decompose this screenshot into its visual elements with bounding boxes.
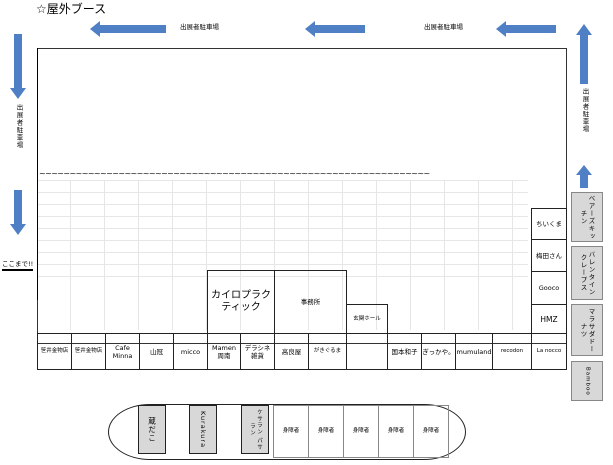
booth-right-side-label: Bamboo xyxy=(584,366,591,396)
booth-lower: 蔵だこ xyxy=(138,405,166,454)
arrow-left-icon xyxy=(90,21,166,37)
booth-umeda: 梅田さん xyxy=(531,239,567,272)
arrow-up-icon xyxy=(576,165,592,188)
booth-bottom: 笹井金物店 xyxy=(71,333,106,370)
booth-bottom: recodon xyxy=(492,333,532,370)
booth-lower: 身障者 xyxy=(273,405,309,458)
booth-hmz: HMZ xyxy=(531,304,567,334)
booth-chiikuma: ちいくま xyxy=(531,208,567,240)
page-title: ☆屋外ブース xyxy=(36,2,107,16)
booth-kairo: カイロプラクティック xyxy=(207,270,275,334)
booth-lower: ケサラン パサラン xyxy=(241,405,269,454)
booth-lower-label: Kurakura xyxy=(199,410,207,449)
parking-label-right: 出展者駐車場 xyxy=(581,88,589,133)
booth-bottom: デラシネ 雑貨 xyxy=(240,333,275,370)
arrow-down-icon xyxy=(10,190,26,235)
booth-right-side: ベアーズキッチン xyxy=(571,192,603,242)
booth-jimusho: 事務所 xyxy=(274,270,347,334)
booth-bottom: 笹井金物店 xyxy=(37,333,72,370)
booth-right-side-label: マラサダドーナツ xyxy=(579,307,595,353)
booth-right-side-label: バレンタインクレープス xyxy=(579,250,595,296)
venue-left-wall xyxy=(37,48,38,300)
booth-right-side: Bamboo xyxy=(571,361,603,401)
booth-bottom: 山冠 xyxy=(139,333,174,370)
koko-made-label: ここまで!! xyxy=(2,258,34,271)
booth-bottom: 国本和子 xyxy=(387,333,422,370)
wavy-line: ~~~~~~~~~~~~~~~~~~~~~~~~~~~~~~~~~~~~~~~~… xyxy=(39,170,430,178)
booth-right-side-label: ベアーズキッチン xyxy=(579,194,595,240)
booth-bottom: La nocco xyxy=(531,333,567,370)
arrow-down-icon xyxy=(10,34,26,99)
booth-right-side: マラサダドーナツ xyxy=(571,304,603,356)
booth-lower: 身障者 xyxy=(413,405,449,458)
booth-lower-label: 蔵だこ xyxy=(147,416,157,443)
booth-bottom xyxy=(346,333,388,370)
parking-label-top-left: 出展者駐車場 xyxy=(180,23,219,31)
booth-lower: 身障者 xyxy=(343,405,379,458)
lower-building-outline xyxy=(108,404,466,460)
booth-bottom: ぎっかや。 xyxy=(421,333,456,370)
booth-bottom: 高良屋 xyxy=(274,333,309,370)
booth-bottom: がきぐるま xyxy=(308,333,347,370)
booth-lower: 身障者 xyxy=(378,405,414,458)
booth-bottom: mumuland xyxy=(455,333,493,370)
booth-genkan: 玄関ホール xyxy=(346,304,388,334)
parking-label-left: 出展者駐車場 xyxy=(15,104,23,149)
booth-bottom: Mamen 周南 xyxy=(207,333,241,370)
parking-label-top-right: 出展者駐車場 xyxy=(424,23,463,31)
booth-bottom: micco xyxy=(173,333,208,370)
booth-right-side: バレンタインクレープス xyxy=(571,246,603,300)
booth-gooco: Gooco xyxy=(531,271,567,305)
arrow-left-icon xyxy=(305,21,365,37)
booth-lower: 身障者 xyxy=(308,405,344,458)
booth-bottom: Cafe Minna xyxy=(105,333,140,370)
booth-lower: Kurakura xyxy=(189,405,217,454)
arrow-up-icon xyxy=(576,24,592,84)
arrow-left-icon xyxy=(496,21,556,37)
booth-lower-label: ケサラン パサラン xyxy=(249,408,262,451)
